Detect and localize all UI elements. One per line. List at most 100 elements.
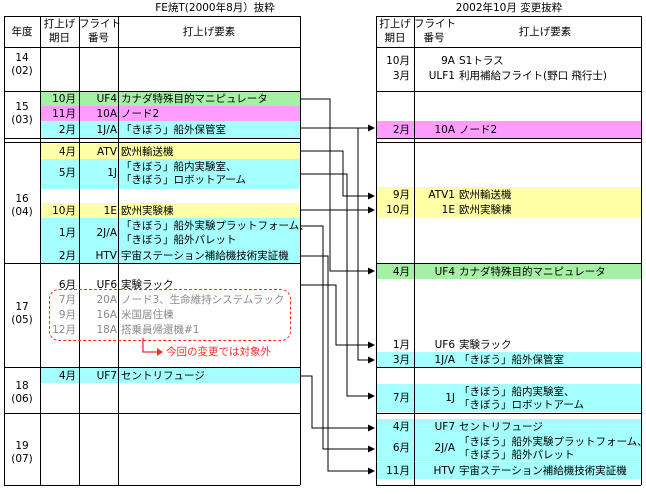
right-row-flight: 10A <box>434 124 455 136</box>
right-row-month: 1月 <box>392 339 410 351</box>
left-row-flight: UF7 <box>96 370 117 382</box>
header-year: 年度 <box>11 26 33 38</box>
band-10a-right <box>377 121 641 138</box>
year-label-14: 14 <box>15 52 29 64</box>
right-row-element: 「きぼう」船外保管室 <box>459 354 564 366</box>
year-label-16-ce: (04) <box>11 206 33 218</box>
right-row-flight: HTV <box>433 465 456 477</box>
right-row-month: 2月 <box>392 124 410 136</box>
year-label-15: 15 <box>15 101 29 113</box>
left-row-month: 10月 <box>52 93 76 105</box>
right-header-flight-line2: 番号 <box>423 32 445 44</box>
left-row-element: 欧州輸送機 <box>121 146 174 158</box>
band-2ja-left <box>41 218 300 249</box>
left-row-month-excluded: 7月 <box>58 294 76 306</box>
right-row-element: カナダ特殊目的マニピュレータ <box>459 266 606 278</box>
arrow-2ja <box>300 225 375 453</box>
right-header-period-line1: 打上げ <box>379 18 411 30</box>
band-2ja-right <box>377 434 641 461</box>
right-row-element: 宇宙ステーション補給機技術実証機 <box>459 465 627 477</box>
right-row-element-line2: 「きぼう」船外パレット <box>459 449 575 461</box>
left-row-month: 6月 <box>58 279 76 291</box>
left-row-flight-excluded: 16A <box>96 309 117 321</box>
band-1e-left <box>41 203 300 218</box>
left-row-month: 2月 <box>58 124 76 136</box>
right-row-element: 実験ラック <box>459 339 512 351</box>
right-row-element: 欧州輸送機 <box>459 189 512 201</box>
left-row-element: 「きぼう」船外保管室 <box>121 124 226 136</box>
year-label-18: 18 <box>15 380 29 392</box>
right-row-month: 10月 <box>386 55 410 67</box>
left-row-month: 4月 <box>58 370 76 382</box>
right-row-month: 3月 <box>392 70 410 82</box>
left-row-element-line1: 「きぼう」船内実験室、 <box>121 161 237 173</box>
right-row-element-line2: 「きぼう」ロボットアーム <box>459 399 585 411</box>
left-row-month-excluded: 9月 <box>58 309 76 321</box>
left-row-month: 1月 <box>58 227 76 239</box>
left-row-flight: 1E <box>103 205 117 217</box>
year-label-16: 16 <box>15 193 29 205</box>
right-row-month: 7月 <box>392 392 410 404</box>
left-row-flight: 1J <box>107 167 117 179</box>
arrow-10a <box>300 127 375 364</box>
year-label-17-ce: (05) <box>11 314 33 326</box>
left-row-flight: UF4 <box>96 93 117 105</box>
left-row-month: 5月 <box>58 167 76 179</box>
note-arrow-icon <box>142 338 163 356</box>
right-row-month: 6月 <box>392 442 410 454</box>
right-row-month: 4月 <box>392 421 410 433</box>
left-row-element: 欧州実験棟 <box>121 205 174 217</box>
left-row-element-excluded: 搭乗員帰還機#1 <box>121 324 200 336</box>
year-label-18-ce: (06) <box>11 393 33 405</box>
header-period-line2: 期日 <box>49 32 70 44</box>
right-header-element: 打上げ要素 <box>518 26 572 38</box>
right-row-element-line1: 「きぼう」船内実験室、 <box>459 386 575 398</box>
right-row-flight: 1J/A <box>434 354 456 366</box>
band-1j-right <box>377 384 641 412</box>
right-row-flight: UF4 <box>434 266 455 278</box>
left-row-flight: HTV <box>95 250 118 262</box>
right-header-flight-line1: フライト <box>414 18 456 30</box>
left-row-flight: UF6 <box>96 279 117 291</box>
left-row-element: 宇宙ステーション補給機技術実証機 <box>121 250 289 262</box>
left-row-element-excluded: 米国居住棟 <box>121 309 174 321</box>
right-row-month: 11月 <box>386 465 410 477</box>
right-row-element: 利用補給フライト(野口 飛行士) <box>459 70 608 82</box>
left-row-element: セントリフュージ <box>121 370 205 382</box>
excluded-group-box <box>49 289 291 341</box>
band-uf7-right <box>377 419 641 434</box>
header-period-line1: 打上げ <box>43 18 76 30</box>
left-row-flight: 2J/A <box>96 227 118 239</box>
year-label-19-ce: (07) <box>11 453 33 465</box>
arrow-uf7 <box>300 375 375 432</box>
header-flight-line2: 番号 <box>88 32 109 44</box>
exclusion-note: 今回の変更では対象外 <box>166 346 271 358</box>
right-row-flight: 9A <box>441 55 455 67</box>
right-row-month: 4月 <box>392 266 410 278</box>
left-row-flight-excluded: 20A <box>96 294 117 306</box>
year-label-14-ce: (02) <box>11 65 33 77</box>
left-row-element: カナダ特殊目的マニピュレータ <box>121 93 268 105</box>
year-label-19: 19 <box>15 440 29 452</box>
band-uf4-right <box>377 264 641 279</box>
right-header-period-line2: 期日 <box>384 32 406 44</box>
left-row-month: 2月 <box>58 250 76 262</box>
right-row-element-line1: 「きぼう」船外実験プラットフォーム、 <box>459 436 646 448</box>
right-row-flight: UF7 <box>434 421 455 433</box>
band-htv-right <box>377 462 641 479</box>
right-row-flight: ULF1 <box>428 70 455 82</box>
right-row-element: セントリフュージ <box>459 421 543 433</box>
arrow-uf4 <box>300 98 375 275</box>
left-row-month: 11月 <box>52 108 76 120</box>
right-row-month: 10月 <box>386 204 410 216</box>
right-row-month: 3月 <box>392 354 410 366</box>
left-row-element-line2: 「きぼう」ロボットアーム <box>121 174 247 186</box>
left-row-flight-excluded: 18A <box>96 324 117 336</box>
arrow-1j <box>300 173 375 400</box>
left-row-month: 10月 <box>52 205 76 217</box>
left-row-flight: 10A <box>96 108 117 120</box>
arrow-htv <box>300 255 375 475</box>
left-row-element: ノード2 <box>121 108 160 120</box>
arrow-uf6 <box>300 284 375 349</box>
